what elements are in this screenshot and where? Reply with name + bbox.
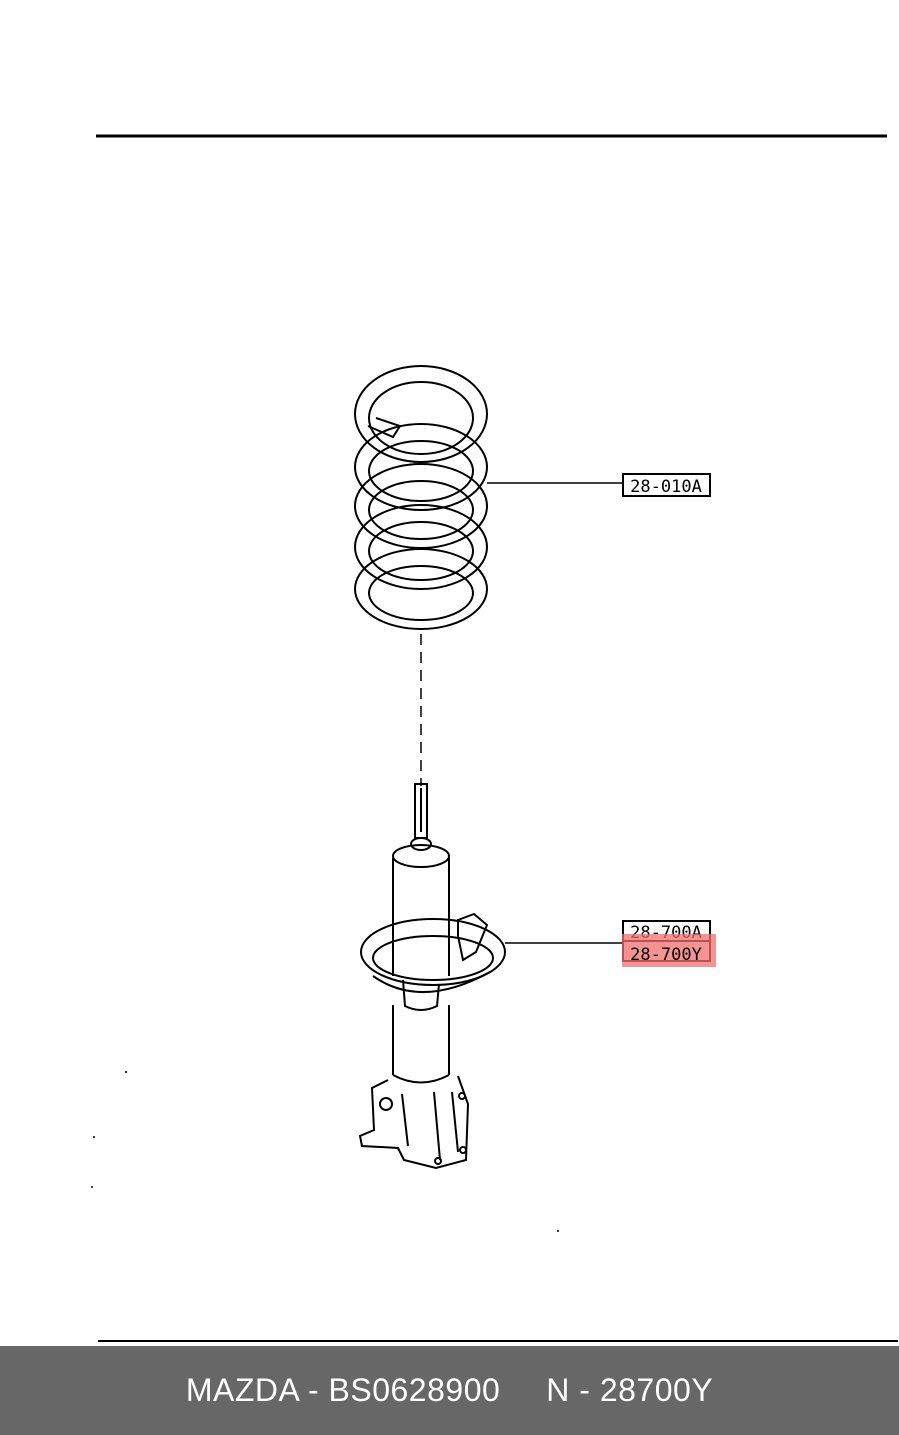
callout-strut-bottom[interactable]: 28-700Y	[622, 934, 716, 967]
caption-reference: N - 28700Y	[546, 1372, 714, 1408]
callout-strut-bottom-code: 28-700Y	[630, 945, 702, 965]
coil-spring	[354, 365, 488, 630]
callout-spring-code: 28-010A	[630, 477, 702, 497]
caption-bar: MAZDA - BS0628900 N - 28700Y	[0, 1346, 899, 1435]
caption-part-number: MAZDA - BS0628900	[185, 1372, 501, 1408]
parts-diagram: 28-010A 28-700A 28-700Y	[91, 134, 898, 1342]
callout-spring[interactable]: 28-010A	[622, 473, 711, 497]
specks	[91, 1071, 559, 1232]
highlight-marker	[622, 934, 716, 967]
strut-assembly	[358, 783, 506, 1170]
diagram-canvas: 28-010A 28-700A 28-700Y	[91, 134, 898, 1342]
